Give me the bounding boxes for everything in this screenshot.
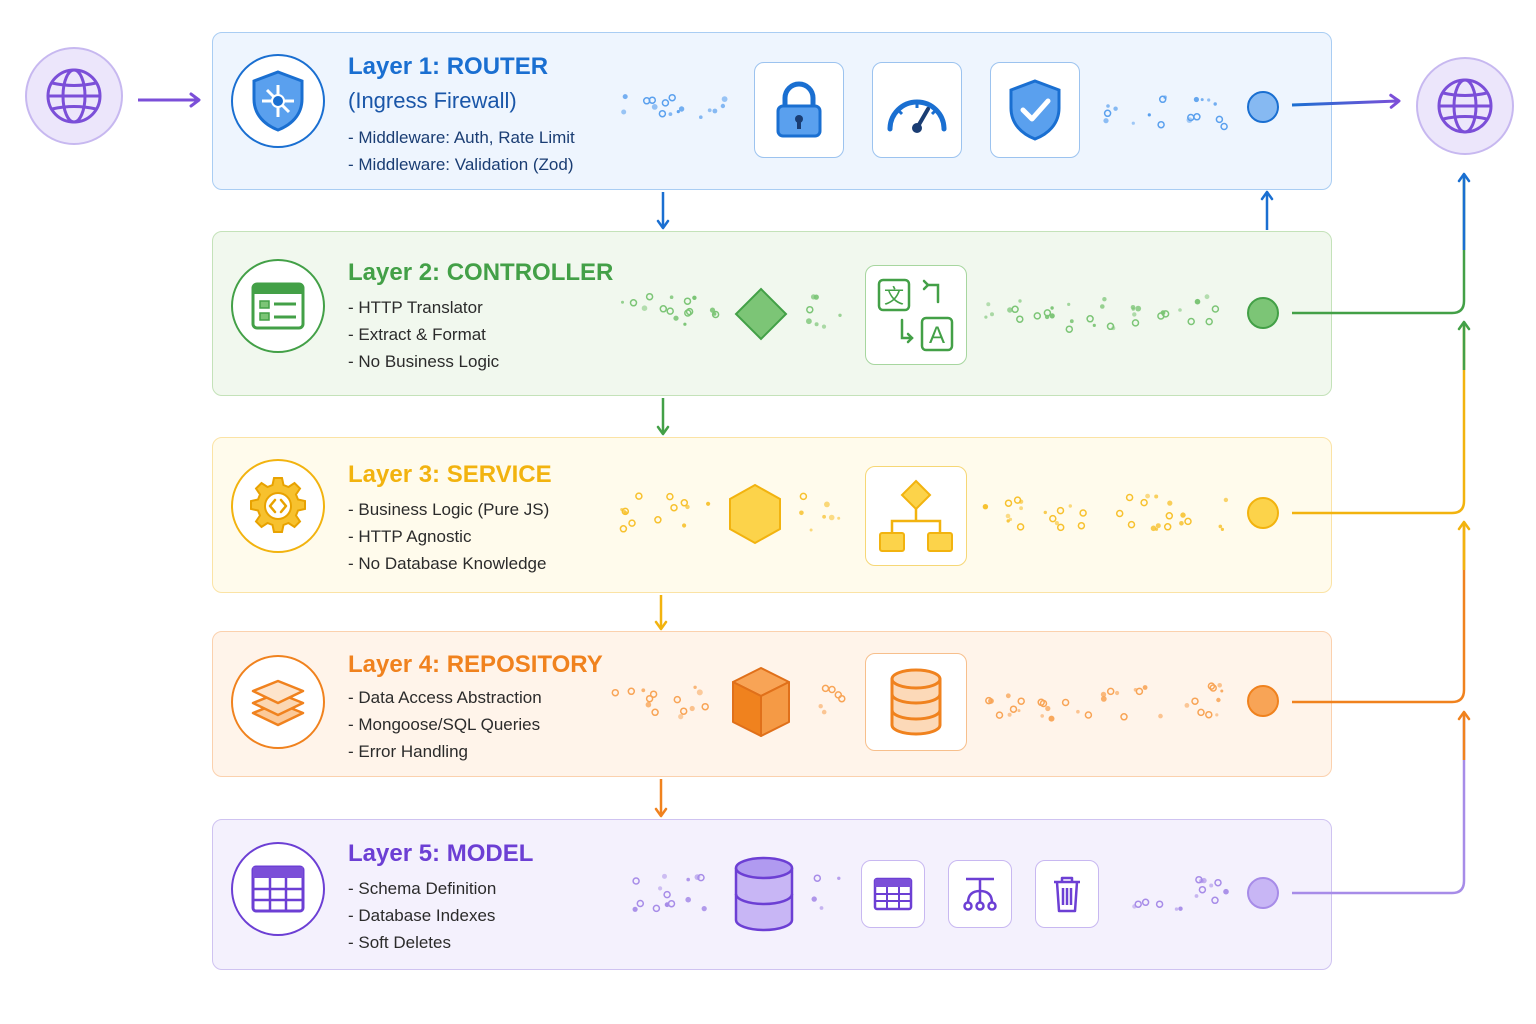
table-grid-tile <box>861 860 925 928</box>
bullet-item: - HTTP Translator <box>348 298 483 317</box>
bullet-item: - Middleware: Auth, Rate Limit <box>348 128 575 147</box>
shield-check-tile <box>990 62 1080 158</box>
layer-title: Layer 1: ROUTER <box>348 53 549 80</box>
trash-tile <box>1035 860 1099 928</box>
trash-icon <box>1054 876 1080 913</box>
router-badge <box>231 54 325 148</box>
database-tile <box>865 653 967 751</box>
translate-source-glyph: 文 <box>884 284 904 308</box>
bullet-item: - Error Handling <box>348 742 468 761</box>
layer-title: Layer 2: CONTROLLER <box>348 259 614 286</box>
database-cylinder-icon <box>734 856 794 932</box>
bullet-item: - Business Logic (Pure JS) <box>348 500 550 519</box>
bullet-item: - HTTP Agnostic <box>348 527 472 546</box>
schema-tree-icon <box>963 877 997 911</box>
response-globe-icon <box>1437 78 1493 134</box>
layer-bullets: - Schema Definition - Database Indexes -… <box>348 875 496 956</box>
flowchart-icon <box>879 479 953 552</box>
lock-tile <box>754 62 844 158</box>
client-globe-icon <box>46 68 102 124</box>
layer-bullets: - Business Logic (Pure JS) - HTTP Agnost… <box>348 496 549 577</box>
layer-router: Layer 1: ROUTER (Ingress Firewall) - Mid… <box>212 32 1332 190</box>
client-globe <box>25 47 123 145</box>
database-icon <box>890 668 942 736</box>
translate-icon: 文 A <box>877 278 954 352</box>
service-output-node <box>1247 497 1279 529</box>
layer-subtitle: (Ingress Firewall) <box>348 88 517 113</box>
service-badge <box>231 459 325 553</box>
model-badge <box>231 842 325 936</box>
repository-output-node <box>1247 685 1279 717</box>
layer-title: Layer 4: REPOSITORY <box>348 651 603 678</box>
layer-model: Layer 5: MODEL - Schema Definition - Dat… <box>212 819 1332 970</box>
shield-check-icon <box>1009 79 1061 141</box>
layer-bullets: - Middleware: Auth, Rate Limit - Middlew… <box>348 124 575 178</box>
layer-controller: Layer 2: CONTROLLER - HTTP Translator - … <box>212 231 1332 396</box>
layer-bullets: - Data Access Abstraction - Mongoose/SQL… <box>348 684 542 765</box>
bullet-item: - Database Indexes <box>348 906 496 925</box>
table-icon <box>251 865 305 913</box>
bullet-item: - Schema Definition <box>348 879 497 898</box>
bullet-item: - No Business Logic <box>348 352 500 371</box>
translate-tile: 文 A <box>865 265 967 365</box>
bullet-item: - No Database Knowledge <box>348 554 547 573</box>
schema-tree-tile <box>948 860 1012 928</box>
bullet-item: - Data Access Abstraction <box>348 688 542 707</box>
model-output-node <box>1247 877 1279 909</box>
hexagon-icon <box>729 483 781 545</box>
controller-output-node <box>1247 297 1279 329</box>
gear-code-icon <box>250 477 306 533</box>
bullet-item: - Extract & Format <box>348 325 486 344</box>
stacked-layers-icon <box>251 679 305 727</box>
layer-bullets: - HTTP Translator - Extract & Format - N… <box>348 294 499 375</box>
bullet-item: - Soft Deletes <box>348 933 451 952</box>
table-grid-icon <box>873 877 913 911</box>
layer-service: Layer 3: SERVICE - Business Logic (Pure … <box>212 437 1332 593</box>
bullet-item: - Middleware: Validation (Zod) <box>348 155 574 174</box>
translate-target-glyph: A <box>929 322 945 349</box>
bullet-item: - Mongoose/SQL Queries <box>348 715 541 734</box>
flowchart-tile <box>865 466 967 566</box>
response-globe <box>1416 57 1514 155</box>
speedometer-tile <box>872 62 962 158</box>
diamond-icon <box>734 287 788 341</box>
layer-title: Layer 5: MODEL <box>348 840 534 867</box>
form-window-icon <box>251 282 305 330</box>
controller-badge <box>231 259 325 353</box>
layer-repository: Layer 4: REPOSITORY - Data Access Abstra… <box>212 631 1332 777</box>
layer-title: Layer 3: SERVICE <box>348 461 552 488</box>
router-shield-icon <box>252 70 304 132</box>
lock-icon <box>776 81 822 138</box>
repository-badge <box>231 655 325 749</box>
router-output-node <box>1247 91 1279 123</box>
speedometer-icon <box>887 99 947 133</box>
cube-icon <box>732 667 790 737</box>
